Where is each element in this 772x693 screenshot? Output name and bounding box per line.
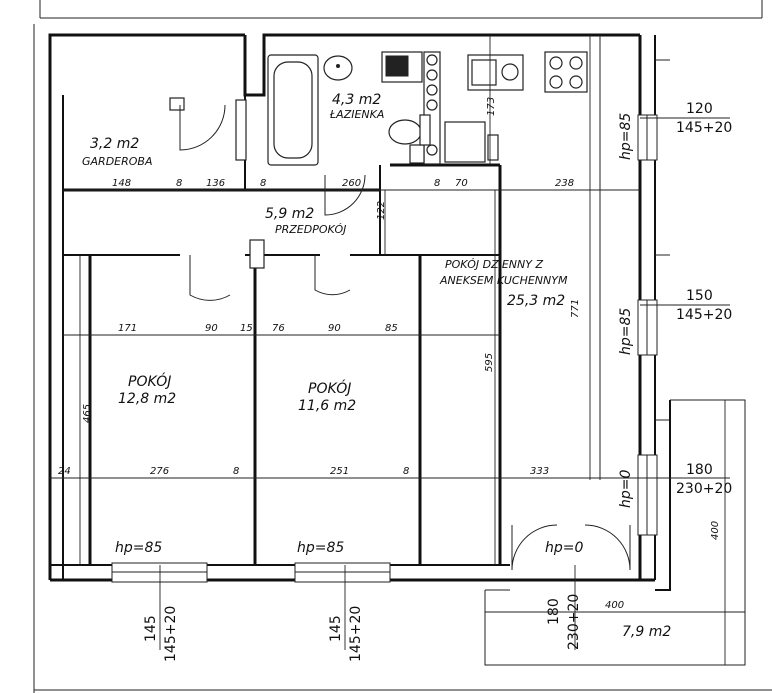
dim-bot-2: 8 [233,466,239,477]
dim-v-hall: 122 [376,201,387,220]
garderoba-label: GARDEROBA [82,155,153,168]
win-bottom1-hp: hp=85 [115,540,162,556]
balcony [484,399,746,666]
pokoj2-area: 11,6 m2 [298,398,356,414]
dim-mid-4: 90 [328,323,341,334]
living-area: 25,3 m2 [507,293,565,309]
win-right1-h: 145+20 [676,120,732,136]
dim-mid-0: 171 [118,323,137,334]
dim-top-2: 136 [206,178,225,189]
bathroom-fixtures [267,51,499,166]
dim-v-balcony: 400 [710,521,721,540]
win-bottom2-hp: hp=85 [297,540,344,556]
dim-bot-1: 276 [150,466,169,477]
pokoj1-area: 12,8 m2 [118,391,176,407]
win-balcony-hp: hp=0 [545,540,583,556]
win-bottom2-h: 145+20 [348,606,364,662]
win-right1-hp: hp=85 [618,113,634,160]
dim-top-5: 8 [434,178,440,189]
win-right3-h: 230+20 [676,481,732,497]
dim-top-6: 70 [455,178,468,189]
room-labels: 3,2 m2 GARDEROBA 4,3 m2 ŁAZIENKA 5,9 m2 … [82,92,671,640]
dim-mid-3: 76 [272,323,285,334]
win-bottom2-w: 145 [328,615,344,642]
window-annotations: hp=85 120 145+20 hp=85 150 145+20 hp=0 1… [115,101,732,662]
win-balcony-w: 180 [546,598,562,625]
win-right2-h: 145+20 [676,307,732,323]
dim-mid-5: 85 [385,323,398,334]
dim-v-bathroom: 173 [486,97,497,116]
dim-bot-4: 8 [403,466,409,477]
lazienka-label: ŁAZIENKA [329,108,384,121]
sheet-frame [33,0,772,693]
win-right1-w: 120 [686,101,713,117]
doors [179,104,631,571]
dimension-texts-vertical: 173 122 595 771 465 400 400 [82,97,721,611]
living-label-line1: POKÓJ DZIENNY Z [445,258,543,271]
dim-v-living-total: 771 [570,299,581,318]
win-right3-w: 180 [686,462,713,478]
przedpokoj-area: 5,9 m2 [265,206,314,222]
bottom-windows [111,562,391,583]
dim-top-4: 260 [342,178,361,189]
balkon-area: 7,9 m2 [622,624,671,640]
dimension-lines [50,35,745,665]
win-right2-hp: hp=85 [618,308,634,355]
dimension-texts-mid: 171 90 15 76 90 85 [118,323,398,334]
pokoj2-label: POKÓJ [308,379,351,397]
win-right2-w: 150 [686,288,713,304]
dim-bot-0: 24 [58,466,71,477]
dim-balcony-width: 400 [605,600,624,611]
dim-bot-3: 251 [330,466,349,477]
pokoj1-label: POKÓJ [128,372,171,390]
dimension-texts-bottom: 24 276 8 251 8 333 [58,466,549,477]
dim-mid-1: 90 [205,323,218,334]
dim-bot-5: 333 [530,466,549,477]
kitchen-fixtures [467,35,601,480]
dim-mid-2: 15 [240,323,253,334]
dim-top-1: 8 [176,178,182,189]
dim-v-room: 465 [82,404,93,423]
living-label-line2: ANEKSEM KUCHENNYM [439,274,568,287]
win-bottom1-h: 145+20 [163,606,179,662]
lazienka-area: 4,3 m2 [332,92,381,108]
garderoba-area: 3,2 m2 [90,136,139,152]
win-balcony-h: 230+20 [566,594,582,650]
przedpokoj-label: PRZEDPOKÓJ [275,223,346,236]
dim-top-0: 148 [112,178,131,189]
right-windows [637,59,670,536]
dim-v-living: 595 [484,353,495,372]
dim-top-3: 8 [260,178,266,189]
win-bottom1-w: 145 [143,615,159,642]
dimension-texts-top: 148 8 136 8 260 8 70 238 [112,178,574,189]
win-right3-hp: hp=0 [618,470,634,508]
dim-top-7: 238 [555,178,574,189]
